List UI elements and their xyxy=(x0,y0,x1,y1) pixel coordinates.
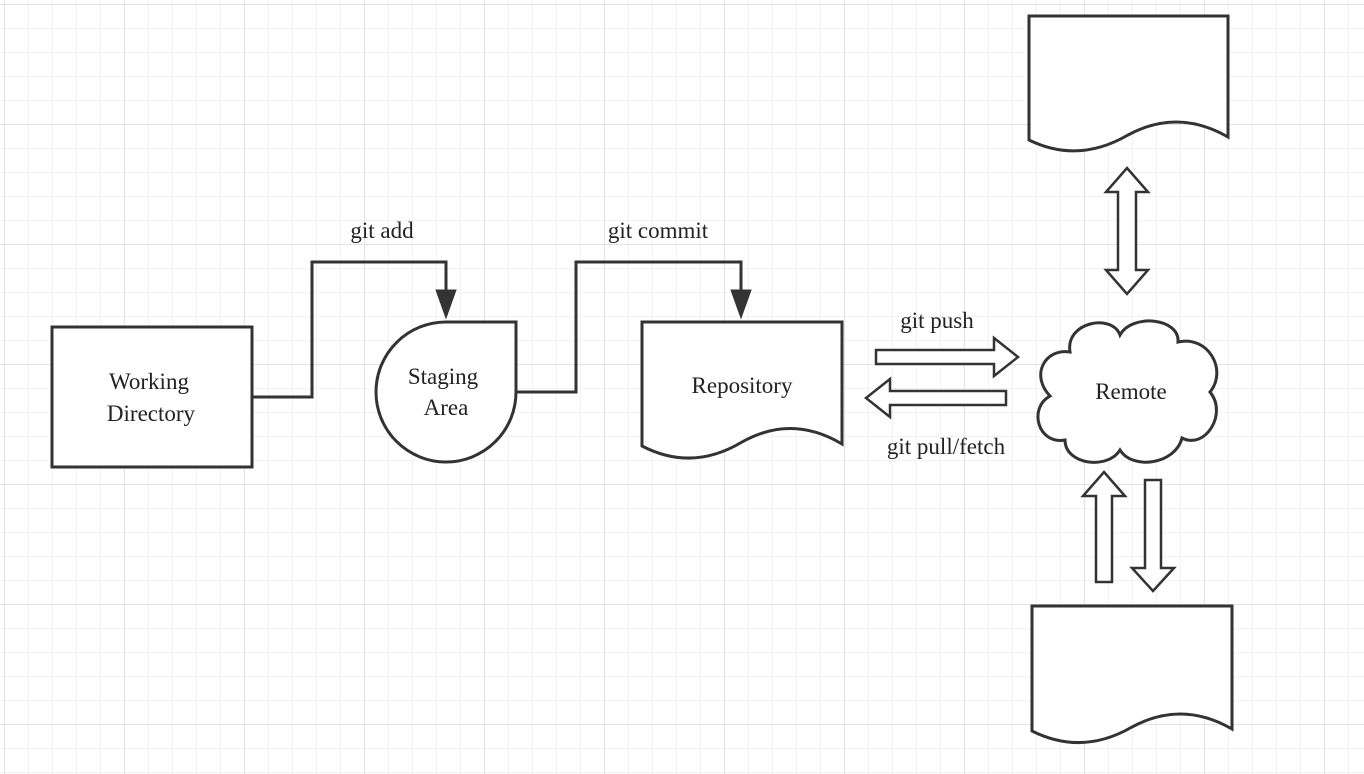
git-push-label: git push xyxy=(900,308,974,333)
bottom-pull-down-arrow[interactable] xyxy=(1129,478,1177,593)
git-pull-fetch-arrow[interactable] xyxy=(863,376,1008,420)
git-commit-label: git commit xyxy=(608,218,709,243)
top-document-shape[interactable] xyxy=(1027,14,1230,153)
node-remote[interactable]: Remote xyxy=(1036,319,1219,464)
git-add-label: git add xyxy=(350,218,414,243)
staging-area-shape xyxy=(374,320,518,464)
bottom-push-up-arrow[interactable] xyxy=(1080,470,1128,584)
git-add-arrowhead xyxy=(435,289,457,320)
edge-git-commit[interactable] xyxy=(516,260,752,394)
node-staging-area[interactable]: Staging Area xyxy=(374,320,518,464)
working-directory-label-line1: Working xyxy=(109,369,189,394)
git-add-connector-line xyxy=(252,260,448,399)
repository-document-shape xyxy=(640,320,844,460)
working-directory-label-line2: Directory xyxy=(107,401,196,426)
edge-git-add[interactable] xyxy=(252,260,457,399)
staging-area-label-line1: Staging xyxy=(408,364,479,389)
bottom-document-shape[interactable] xyxy=(1030,604,1234,745)
node-working-directory[interactable]: Working Directory xyxy=(50,325,254,469)
git-push-arrow[interactable] xyxy=(874,335,1021,379)
git-commit-connector-line xyxy=(516,260,743,394)
git-pull-fetch-label: git pull/fetch xyxy=(887,434,1006,459)
staging-area-label-line2: Area xyxy=(424,395,469,420)
working-directory-box xyxy=(50,325,254,469)
remote-cloud-shape xyxy=(1036,319,1219,464)
repository-label: Repository xyxy=(692,373,793,398)
top-sync-double-arrow[interactable] xyxy=(1103,166,1151,296)
node-repository[interactable]: Repository xyxy=(640,320,844,460)
git-commit-arrowhead xyxy=(730,289,752,320)
remote-label: Remote xyxy=(1095,379,1167,404)
